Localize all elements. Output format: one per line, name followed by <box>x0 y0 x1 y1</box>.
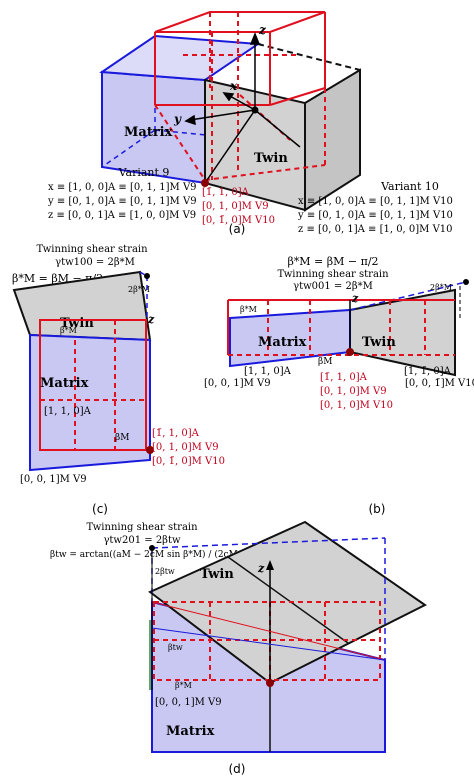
matrix-label: Matrix <box>124 125 173 140</box>
caption-a: (a) <box>229 222 246 236</box>
twin-block-b <box>349 288 456 377</box>
red-cell-b <box>227 299 455 356</box>
twin-inner-line-d <box>227 556 349 644</box>
twin-block-d <box>148 520 427 685</box>
black-label-b4: [0, 0, 1̄]M V10 <box>405 378 474 389</box>
twin-label: Twin <box>254 151 288 166</box>
beta-star-b: β*M = βM − π/2 <box>287 255 378 268</box>
axis-z-label: z <box>258 23 267 37</box>
black-label-b2: [1, 1̄, 0]A <box>404 366 452 377</box>
panel-a: z x y Matrix Twin Variant 9 x ≡ [1, 0, 0… <box>47 11 453 236</box>
twin-dashed-edge-c <box>139 271 148 277</box>
coordinate-axes <box>184 31 301 184</box>
red-label-c2: [0, 1, 0]M V9 <box>152 442 219 453</box>
red-label-a1: [1̄, 1, 0]A <box>202 187 250 198</box>
origin-c <box>146 446 154 454</box>
variant9-title: Variant 9 <box>118 166 170 179</box>
beta-star-small-c: β*M <box>60 326 77 335</box>
austenite-cell <box>154 11 326 181</box>
point-c-top <box>144 273 150 279</box>
black-label-b1: [1, 1, 0]A <box>244 366 292 377</box>
red-label-c3: [0, 1̄, 0]M V10 <box>152 456 225 467</box>
diagonal-thin-blue-d <box>151 627 386 661</box>
red-label-b2: [0, 1, 0]M V9 <box>320 386 387 397</box>
beta-star-small-b: β*M <box>240 305 257 314</box>
twin-label-b: Twin <box>362 335 396 350</box>
red-label-a2: [0, 1, 0]M V9 <box>202 201 269 212</box>
beta-m-b: βM <box>318 357 332 367</box>
matrix-label-d: Matrix <box>166 724 215 739</box>
variant10-line-x: x ≡ [1, 0, 0]A ≡ [0, 1, 1]M V10 <box>298 196 453 207</box>
beta-tw-small-d: βtw <box>168 643 183 652</box>
matrix-label-c: Matrix <box>40 376 89 391</box>
z-label-b: z <box>351 292 359 305</box>
origin-d <box>266 679 274 687</box>
two-beta-c: 2β*M <box>128 285 150 294</box>
corner-point <box>201 179 209 187</box>
caption-c: (c) <box>92 502 108 516</box>
z-label-c: z <box>147 313 155 326</box>
black-label-d1: [0, 0, 1]M V9 <box>155 697 222 708</box>
twin-block-side <box>304 68 361 212</box>
axis-x-label: x <box>229 79 238 93</box>
variant10-line-y: y ≡ [0, 1, 0]A ≡ [0, 1, 1]M V10 <box>297 210 453 221</box>
two-beta-b: 2β*M <box>430 283 452 292</box>
red-label-b1: [1̄, 1, 0]A <box>320 372 368 383</box>
black-label-b3: [0, 0, 1]M V9 <box>204 378 271 389</box>
twin-label-d: Twin <box>200 567 234 582</box>
black-label-c2: [0, 0, 1]M V9 <box>20 474 87 485</box>
red-label-a3: [0, 1̄, 0]M V10 <box>202 215 275 226</box>
gamma-b: γtw001 = 2β*M <box>293 281 373 292</box>
diagonal-thin-d <box>151 601 386 661</box>
gamma-d: γtw201 = 2βtw <box>103 535 181 546</box>
axis-y-label: y <box>173 112 182 126</box>
beta-star-small-d: β*M <box>175 681 192 690</box>
two-beta-tw-d: 2βtw <box>155 567 175 576</box>
caption-d: (d) <box>229 762 246 776</box>
variant9-line-x: x ≡ [1, 0, 0]A ≡ [0, 1, 1]M V9 <box>48 182 197 193</box>
matrix-block-c <box>29 333 151 472</box>
red-label-b3: [0, 1, 0]M V10 <box>320 400 393 411</box>
point-b-top <box>463 279 469 285</box>
shear-title-c: Twinning shear strain <box>36 244 148 255</box>
gamma-c: γtw100 = 2β*M <box>55 257 135 268</box>
z-label-d: z <box>257 562 265 575</box>
matrix-block-top <box>99 34 261 82</box>
z-axis-arrow-d <box>266 560 274 570</box>
variant9-line-y: y ≡ [0, 1, 0]A ≡ [0, 1, 1]M V9 <box>47 196 197 207</box>
origin-point <box>251 106 259 114</box>
panel-c: Twinning shear strain γtw100 = 2β*M β*M … <box>12 244 225 516</box>
black-label-c1: [1, 1, 0]A <box>44 406 92 417</box>
shear-title-d: Twinning shear strain <box>86 522 198 533</box>
matrix-label-b: Matrix <box>258 335 307 350</box>
origin-b <box>346 348 354 356</box>
variant10-line-z: z ≡ [0, 0, 1]A ≡ [1, 0, 0]M V10 <box>298 224 453 235</box>
beta-m-c: βM <box>115 433 129 443</box>
matrix-hidden-edge <box>101 129 156 168</box>
variant9-line-z: z ≡ [0, 0, 1]A ≡ [1, 0, 0]M V9 <box>48 210 196 221</box>
caption-b: (b) <box>369 502 386 516</box>
red-label-c1: [1̄, 1, 0]A <box>152 428 200 439</box>
twin-top-edge <box>257 43 361 71</box>
panel-b: β*M = βM − π/2 Twinning shear strain γtw… <box>204 255 474 516</box>
shear-title-b: Twinning shear strain <box>277 269 389 280</box>
beta-tw-d: βtw = arctan((aM − 2cM sin β*M) / (2cM c… <box>50 549 285 560</box>
panel-d: Twinning shear strain γtw201 = 2βtw βtw … <box>50 520 427 776</box>
variant10-title: Variant 10 <box>380 180 439 193</box>
